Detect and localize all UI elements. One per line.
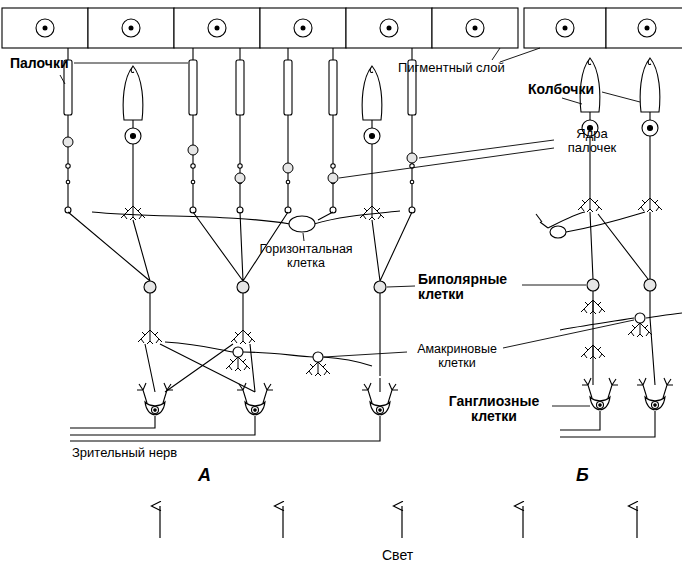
leader-lines	[60, 48, 640, 406]
part-label: Колбочки	[528, 82, 594, 97]
rods	[64, 48, 416, 213]
panel-letter: А	[198, 466, 211, 486]
part-label: Палочки	[10, 56, 69, 71]
rod-nuclei	[63, 137, 417, 183]
part-label: Горизонтальная клетка	[250, 243, 362, 271]
part-label: Зрительный нерв	[72, 446, 177, 460]
part-label: Амакриновые клетки	[408, 343, 506, 371]
cones	[121, 66, 384, 220]
part-label: Ганглиозные клетки	[438, 394, 550, 425]
caption-label: Свет	[382, 548, 413, 563]
part-label: Биполярные клетки	[418, 272, 522, 303]
bipolar-cells	[68, 212, 412, 376]
pathway-b	[536, 212, 682, 437]
amacrine-cells	[165, 342, 372, 376]
part-label: Ядра палочек	[556, 127, 628, 156]
pigment-layer	[2, 8, 682, 48]
part-label: Пигментный слой	[398, 61, 505, 75]
horizontal-cell	[92, 211, 400, 232]
light-arrows	[160, 506, 637, 538]
panel-letter: Б	[576, 466, 589, 486]
ganglion-cells	[70, 344, 398, 441]
